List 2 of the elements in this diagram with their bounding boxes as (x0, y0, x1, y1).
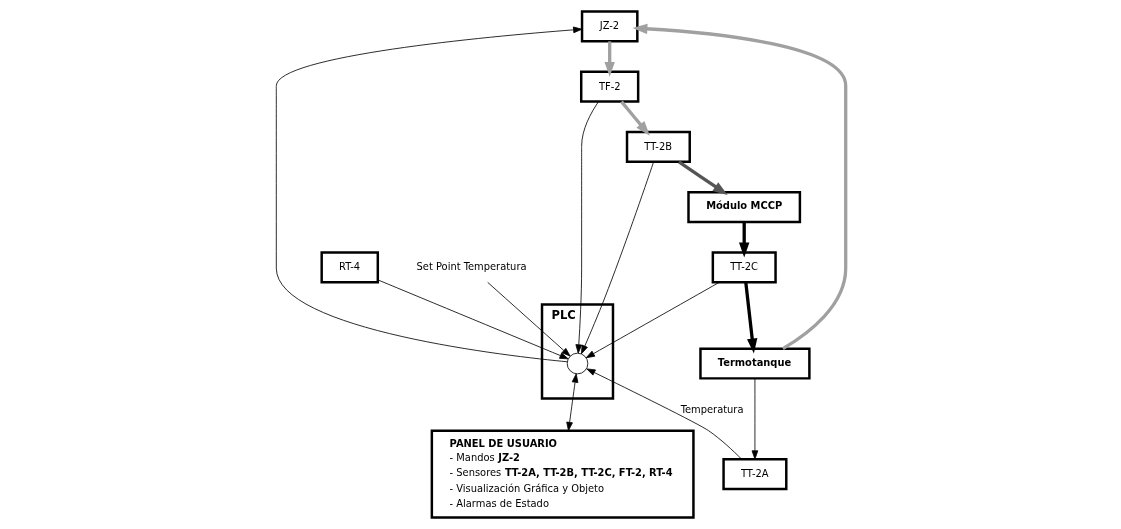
edge-label: Temperatura (680, 404, 743, 416)
node-text: Set Point Temperatura (416, 261, 527, 273)
